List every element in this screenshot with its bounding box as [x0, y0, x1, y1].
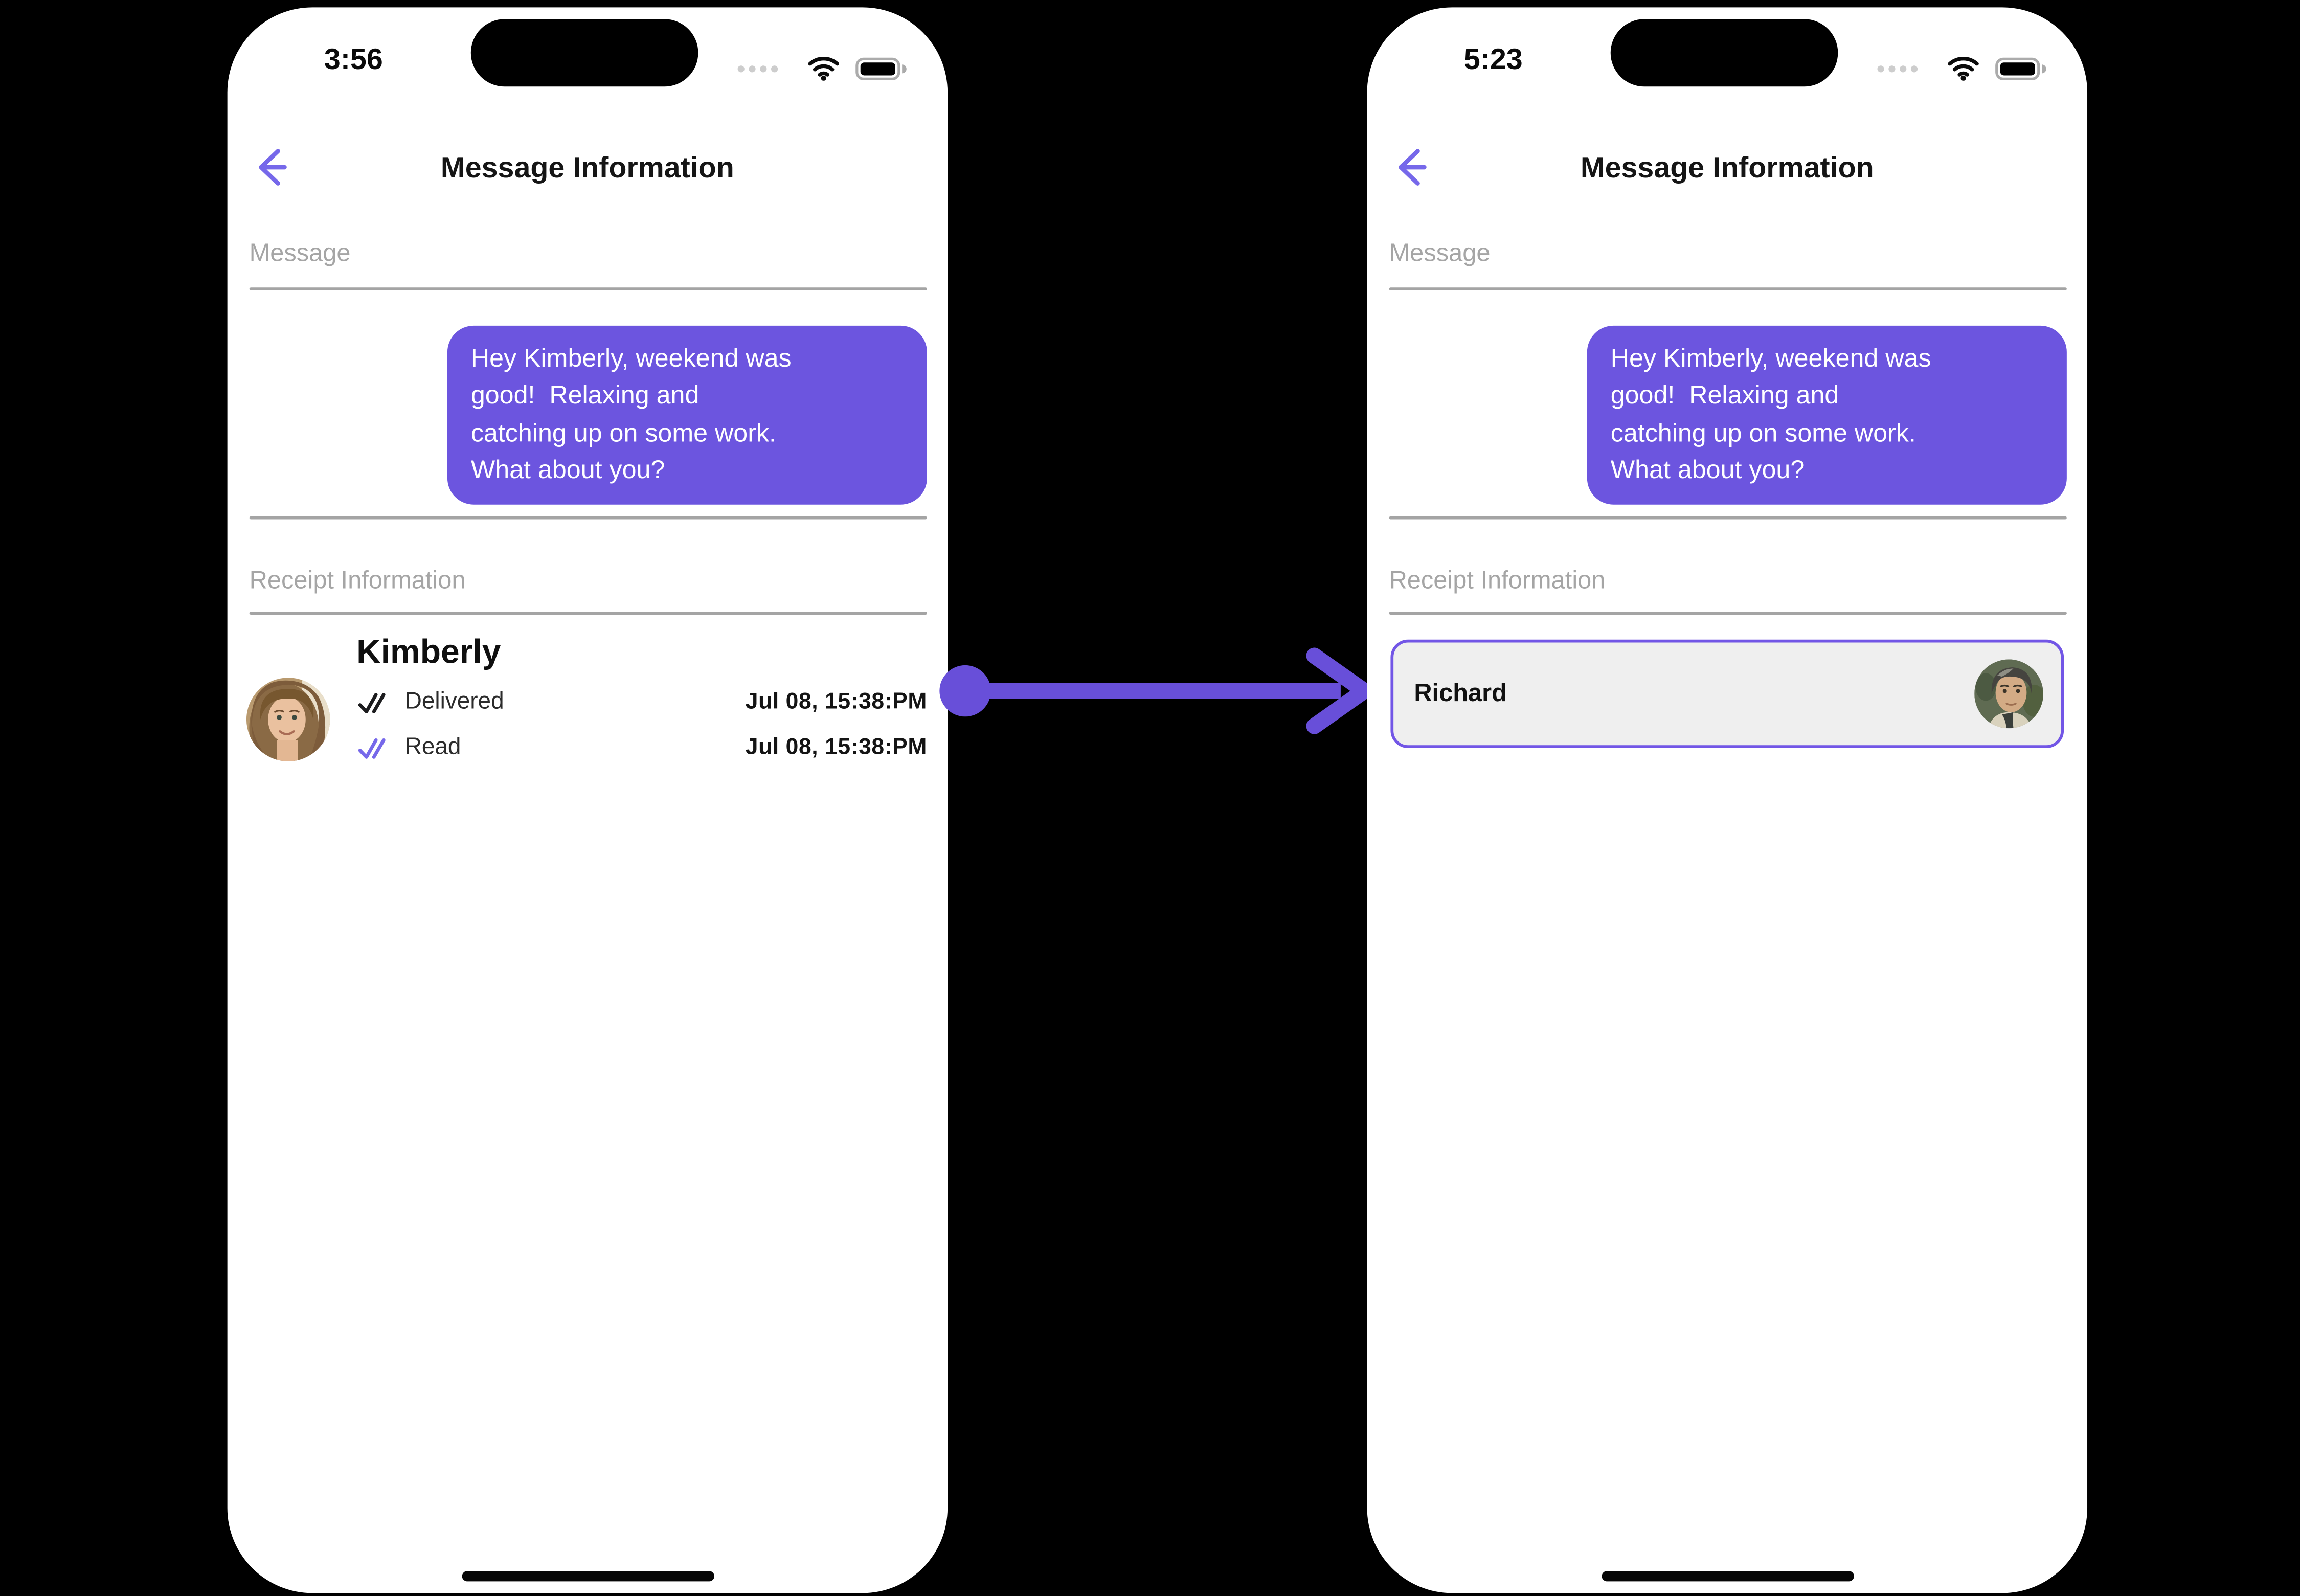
bubble-text: good! Relaxing and — [470, 380, 700, 410]
bubble-text: catching up on some work. — [470, 418, 776, 447]
bubble-text: good! Relaxing and — [1610, 380, 1839, 410]
cellular-dots-icon — [737, 64, 778, 72]
status-time: 3:56 — [324, 44, 383, 77]
battery-icon — [855, 57, 907, 80]
cellular-dots-icon — [1877, 64, 1918, 72]
status-icons — [1876, 56, 2048, 81]
receipt-status: Read — [404, 735, 461, 760]
recipient-card-richard[interactable]: Richard — [1390, 639, 2064, 748]
bubble-text: Hey Kimberly, weekend was — [470, 343, 792, 373]
battery-icon — [1995, 57, 2046, 80]
dynamic-island — [1610, 19, 1838, 87]
wifi-icon — [1948, 57, 1979, 81]
dynamic-island — [470, 19, 698, 87]
divider — [1389, 516, 2067, 520]
transition-arrow-icon — [939, 647, 1372, 734]
receipt-section-label: Receipt Information — [1389, 566, 1606, 594]
phone-right: 5:23 Message Information Message — [1367, 7, 2088, 1593]
double-check-icon — [358, 737, 386, 758]
message-bubble: Hey Kimberly, weekend was good! Relaxing… — [1587, 325, 2067, 504]
wifi-icon — [808, 57, 839, 81]
divider — [249, 612, 927, 615]
page-title: Message Information — [1580, 152, 1874, 185]
bubble-text: What about you? — [470, 455, 665, 485]
divider — [249, 287, 927, 290]
back-arrow-icon[interactable] — [251, 145, 295, 189]
receipt-timestamp: Jul 08, 15:38:PM — [745, 735, 927, 760]
recipient-name: Richard — [1414, 679, 1507, 707]
divider — [249, 516, 927, 520]
avatar-kimberly — [246, 678, 330, 761]
double-check-icon — [358, 692, 386, 713]
page-title: Message Information — [440, 152, 734, 185]
divider — [1389, 287, 2067, 290]
message-bubble: Hey Kimberly, weekend was good! Relaxing… — [447, 325, 927, 504]
receipt-section-label: Receipt Information — [249, 566, 466, 594]
receipt-timestamp: Jul 08, 15:38:PM — [745, 689, 927, 715]
phone-left: 3:56 Message Information Message — [227, 7, 948, 1593]
message-section-label: Message — [1389, 239, 1491, 267]
receipt-status: Delivered — [404, 689, 504, 715]
status-icons — [736, 56, 908, 81]
message-section-label: Message — [249, 239, 351, 267]
divider — [1389, 612, 2067, 615]
avatar-richard — [1974, 659, 2043, 729]
bubble-text: Hey Kimberly, weekend was — [1610, 343, 1931, 373]
recipient-name: Kimberly — [356, 632, 501, 670]
home-indicator[interactable] — [461, 1571, 714, 1582]
back-arrow-icon[interactable] — [1390, 145, 1434, 189]
bubble-text: What about you? — [1610, 455, 1805, 485]
receipt-row-read: Read Jul 08, 15:38:PM — [356, 732, 927, 764]
home-indicator[interactable] — [1601, 1571, 1854, 1582]
receipt-row-delivered: Delivered Jul 08, 15:38:PM — [356, 687, 927, 719]
status-time: 5:23 — [1463, 44, 1523, 77]
bubble-text: catching up on some work. — [1610, 418, 1916, 447]
